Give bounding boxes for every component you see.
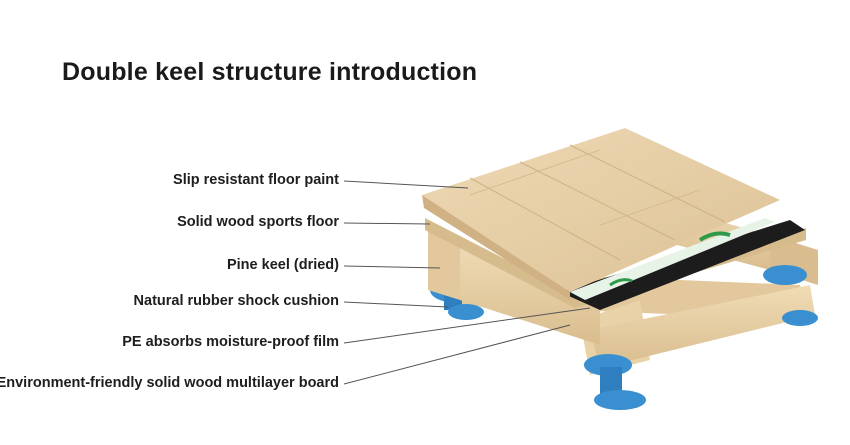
label-pine-keel: Pine keel (dried)	[226, 257, 339, 273]
leader-pine-keel	[343, 265, 441, 269]
label-solid-wood-floor: Solid wood sports floor	[177, 214, 339, 230]
label-pe-film: PE absorbs moisture-proof film	[122, 334, 339, 350]
leader-slip-resistant-paint	[343, 180, 469, 189]
leader-rubber-cushion	[343, 301, 449, 308]
solid-wood-floor	[422, 128, 780, 300]
label-rubber-cushion: Natural rubber shock cushion	[133, 293, 339, 309]
leader-multilayer-board	[343, 324, 571, 385]
leader-lines	[343, 180, 591, 385]
pe-moisture-film	[560, 220, 805, 310]
leader-pe-film	[343, 307, 591, 344]
label-slip-resistant-paint: Slip resistant floor paint	[173, 172, 339, 188]
rubber-cushion-back-right	[763, 265, 807, 285]
diagram-title: Double keel structure introduction	[62, 58, 478, 86]
leader-solid-wood-floor	[343, 222, 431, 225]
label-multilayer-board: Environment-friendly solid wood multilay…	[0, 375, 339, 391]
